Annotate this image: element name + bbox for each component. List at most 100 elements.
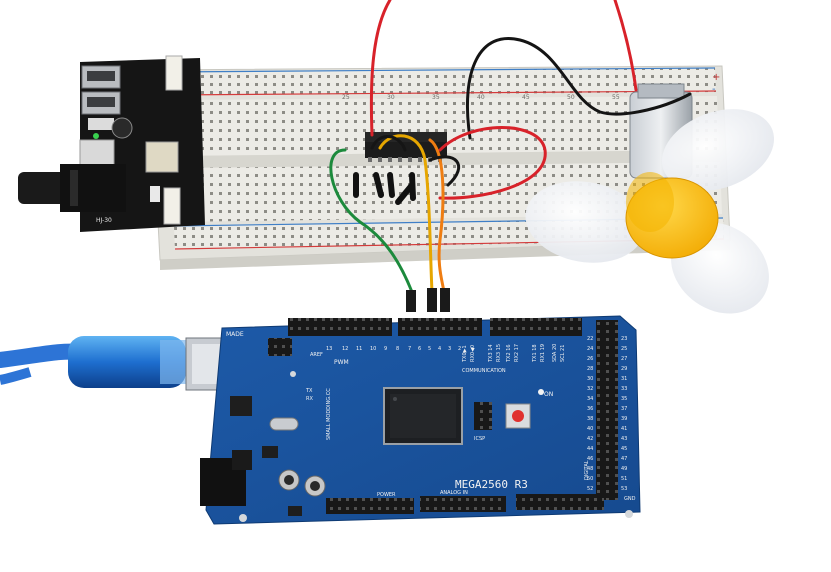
dc-motor-fan: [525, 83, 775, 314]
pin-number: 9: [384, 346, 387, 352]
pin-number: 8: [396, 346, 399, 352]
header-connector: [165, 55, 183, 91]
pin-number: 28: [587, 366, 593, 372]
arduino-mega-board: MADE AREF PWM COMMUNICATION TX0▶1 RX0◀0 …: [200, 315, 641, 525]
pin-number: 43: [621, 436, 627, 442]
label-rx0: RX0◀0: [470, 345, 476, 362]
pin-number: 37: [621, 406, 627, 412]
pin-number: 47: [621, 456, 627, 462]
label-on: ON: [544, 391, 553, 398]
pin-number: 46: [587, 456, 593, 462]
bb-number: 25: [342, 94, 350, 101]
label-aref: AREF: [310, 352, 323, 358]
label-rx3: RX3 15: [496, 344, 502, 362]
pin-number: 38: [587, 416, 593, 422]
pin-number: 49: [621, 466, 627, 472]
bb-number: 35: [432, 94, 440, 101]
pin-number: 23: [621, 336, 627, 342]
label-made: MADE: [226, 331, 244, 338]
pin-number: 25: [621, 346, 627, 352]
module-label: HJ-30: [96, 217, 112, 224]
pin-number: 32: [587, 386, 593, 392]
pin-number: 34: [587, 396, 593, 402]
pin-number: 51: [621, 476, 627, 482]
pin-number: 52: [587, 486, 593, 492]
wire-red-motor: [613, 0, 638, 92]
label-communication: COMMUNICATION: [462, 368, 506, 374]
pin-number: 13: [326, 346, 332, 352]
pin-number: 31: [621, 376, 627, 382]
bb-number: 40: [477, 94, 485, 101]
label-tx2: TX2 16: [506, 344, 512, 363]
pin-number: 27: [621, 356, 627, 362]
label-website: SMALL MODDING.CC: [326, 388, 332, 440]
board-model-label: MEGA2560 R3: [455, 478, 528, 491]
power-led: [93, 133, 99, 139]
pin-header-analog-a: [420, 496, 506, 512]
pin-header-pwm: [398, 318, 482, 336]
pin-number: 44: [587, 446, 593, 452]
pin-header-digital-right: [596, 320, 618, 500]
jumper-wires-black-short: [353, 172, 416, 205]
pin-number: 36: [587, 406, 593, 412]
label-tx1: TX1 18: [532, 344, 538, 363]
bb-number: 45: [522, 94, 530, 101]
bb-number: 55: [612, 94, 620, 101]
label-sda: SDA 20: [552, 344, 558, 362]
rail-sign-minus: -: [712, 84, 716, 95]
pin-number: 5: [428, 346, 431, 352]
pin-number: 2: [458, 346, 461, 352]
label-icsp: ICSP: [474, 436, 485, 442]
pin-header-power: [326, 498, 414, 514]
pin-number: 4: [438, 346, 441, 352]
reset-button-cap[interactable]: [512, 410, 524, 422]
wire-orange-signal: [428, 138, 446, 294]
fan-blade: [661, 109, 775, 191]
label-tx0: TX0▶1: [462, 345, 468, 363]
label-digital: DIGITAL: [584, 460, 590, 480]
rail-line-red-top: [165, 90, 717, 96]
pin-number: 26: [587, 356, 593, 362]
pin-number: 42: [587, 436, 593, 442]
pin-number: 45: [621, 446, 627, 452]
jumper-header: [145, 141, 179, 173]
rail-line-blue-top: [164, 67, 716, 73]
label-power: POWER: [377, 492, 396, 498]
label-rx1: RX1 19: [540, 344, 546, 362]
pin-number: 29: [621, 366, 627, 372]
pin-header-communication: [490, 318, 582, 336]
pin-header-digital-pwm: [288, 318, 392, 336]
label-gnd: GND: [624, 496, 636, 502]
power-supply-module: HJ-30: [18, 55, 205, 232]
label-analog-in: ANALOG IN: [440, 490, 468, 496]
label-pwm: PWM: [334, 359, 349, 366]
pin-number: 53: [621, 486, 627, 492]
rail-sign-plus: +: [712, 72, 720, 83]
wire-yellow-signal: [378, 134, 434, 294]
pin-number: 41: [621, 426, 627, 432]
wire-red-loop: [438, 126, 547, 200]
barrel-jack: [60, 164, 126, 212]
fan-blade: [525, 181, 645, 263]
pin-number: 10: [370, 346, 376, 352]
pin-number: 3: [448, 346, 451, 352]
icsp-header: [474, 402, 492, 430]
pin-number: 50: [587, 476, 593, 482]
barrel-jack-cable: [18, 172, 66, 204]
label-rx: RX: [306, 396, 313, 402]
pin-header-analog-b: [516, 494, 604, 510]
wire-black-motor: [465, 37, 692, 140]
jumper-wires: [329, 0, 692, 312]
wire-black-ic: [370, 135, 407, 152]
pin-number: 11: [356, 346, 362, 352]
usb-plug-housing: [68, 336, 186, 388]
pin-number: 7: [408, 346, 411, 352]
pin-number: 30: [587, 376, 593, 382]
bb-number: 30: [387, 94, 395, 101]
label-tx: TX: [305, 388, 313, 394]
label-tx3: TX3 14: [488, 344, 494, 363]
wire-red-power: [369, 0, 392, 137]
label-rx2: RX2 17: [514, 344, 520, 362]
pin-number: 33: [621, 386, 627, 392]
